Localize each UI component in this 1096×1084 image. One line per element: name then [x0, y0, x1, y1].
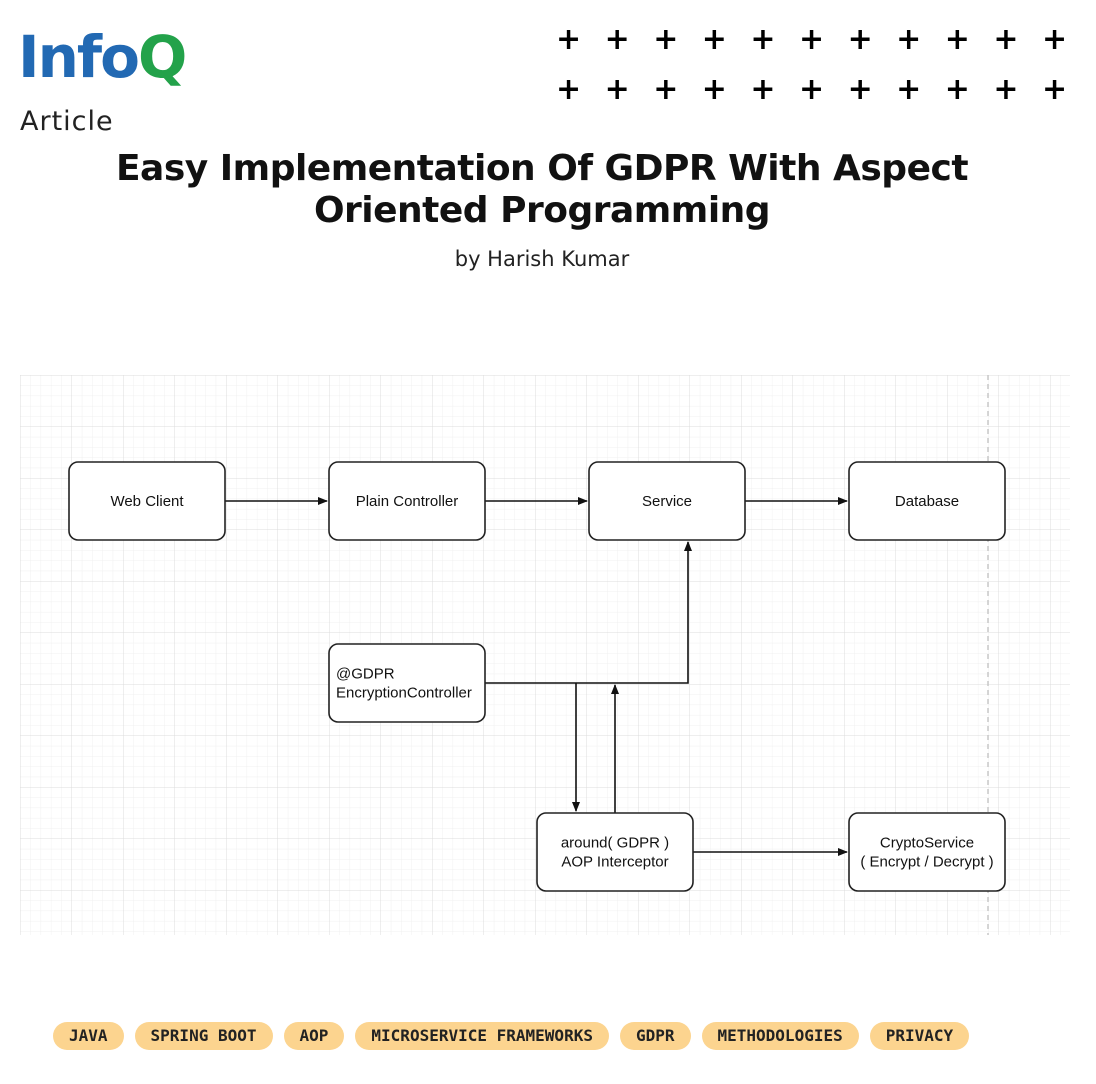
plus-icon: + — [798, 22, 825, 57]
node-label-aop-interceptor: around( GDPR ) — [561, 835, 669, 852]
plus-icon: + — [847, 72, 873, 107]
decorative-plus-grid: + + + + + + + + + + + + + + + + + + + + … — [556, 22, 1076, 108]
node-box-web-client — [68, 461, 226, 541]
architecture-diagram: Web Client Plain Controller Service Databas… — [20, 375, 1070, 935]
plus-icon: + — [701, 72, 727, 107]
tag-microservice-frameworks[interactable]: MICROSERVICE FRAMEWORKS — [355, 1022, 609, 1050]
plus-icon: + — [653, 22, 679, 57]
plus-icon: + — [604, 22, 630, 57]
plus-icon: + — [1041, 22, 1068, 57]
node-label-aop-interceptor: AOP Interceptor — [561, 854, 668, 871]
plus-icon: + — [944, 72, 970, 107]
node-crypto-service: CryptoService ( Encrypt / Decrypt ) — [848, 812, 1006, 892]
plus-icon: + — [944, 22, 970, 57]
plus-icon: + — [896, 22, 922, 57]
node-service: Service — [588, 461, 746, 541]
tag-methodologies[interactable]: METHODOLOGIES — [701, 1022, 859, 1050]
plus-icon: + — [847, 22, 873, 57]
node-label-plain-controller: Plain Controller — [356, 493, 459, 510]
diagram-canvas: Web Client Plain Controller Service Databas… — [20, 375, 1070, 935]
node-label-encryption-controller: EncryptionController — [336, 685, 472, 702]
infoq-logo[interactable]: InfoQ — [18, 28, 187, 86]
plus-icon: + — [896, 72, 922, 107]
logo-info-text: Info — [18, 23, 140, 91]
edge-encryption-controller-to-service — [485, 541, 692, 684]
plus-icon: + — [556, 72, 582, 107]
plus-icon: + — [653, 72, 679, 107]
plus-icon: + — [798, 72, 825, 107]
tag-aop[interactable]: AOP — [283, 1022, 345, 1050]
plus-icon: + — [701, 22, 727, 57]
plus-icon: + — [993, 22, 1019, 57]
node-aop-interceptor: around( GDPR ) AOP Interceptor — [536, 812, 694, 892]
node-label-crypto-service: CryptoService — [880, 835, 974, 852]
node-label-database: Database — [895, 493, 959, 510]
logo-q-text: Q — [137, 23, 187, 91]
plus-icon: + — [556, 22, 582, 57]
diagram-edges — [225, 497, 848, 856]
tag-spring-boot[interactable]: SPRING BOOT — [134, 1022, 273, 1050]
tag-gdpr[interactable]: GDPR — [619, 1022, 691, 1050]
node-web-client: Web Client — [68, 461, 226, 541]
topic-tags: JAVA SPRING BOOT AOP MICROSERVICE FRAMEW… — [53, 1022, 970, 1050]
node-label-crypto-service: ( Encrypt / Decrypt ) — [860, 854, 993, 871]
node-box-service — [588, 461, 746, 541]
plus-icon: + — [750, 22, 776, 57]
node-plain-controller: Plain Controller — [328, 461, 486, 541]
plus-icon: + — [750, 72, 776, 107]
tag-java[interactable]: JAVA — [53, 1022, 124, 1050]
article-type-label: Article — [20, 106, 114, 137]
node-box-encryption-controller — [328, 643, 486, 723]
node-encryption-controller: @GDPR EncryptionController — [328, 643, 486, 723]
node-label-encryption-controller: @GDPR — [336, 666, 395, 683]
node-box-aop-interceptor — [536, 812, 694, 892]
diagram-nodes: Web Client Plain Controller Service Databas… — [68, 461, 1006, 892]
node-box-crypto-service — [848, 812, 1006, 892]
node-label-service: Service — [642, 493, 692, 510]
tag-privacy[interactable]: PRIVACY — [869, 1022, 970, 1050]
article-title: Easy Implementation Of GDPR With Aspect … — [115, 148, 969, 231]
article-author: by Harish Kumar — [454, 247, 630, 271]
plus-icon: + — [604, 72, 630, 107]
node-box-database — [848, 461, 1006, 541]
node-label-web-client: Web Client — [110, 493, 184, 510]
plus-icon: + — [993, 72, 1019, 107]
node-box-plain-controller — [328, 461, 486, 541]
node-database: Database — [848, 461, 1006, 541]
plus-icon: + — [1041, 72, 1068, 107]
